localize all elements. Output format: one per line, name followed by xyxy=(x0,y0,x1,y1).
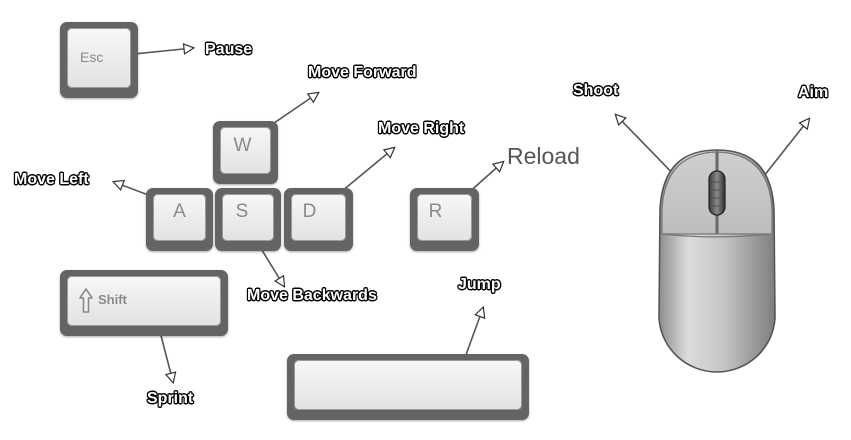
label-pause: Pause xyxy=(205,41,253,58)
a-key-cap: A xyxy=(173,201,186,222)
r-key[interactable]: R xyxy=(410,188,479,251)
d-key-cap: D xyxy=(302,201,317,222)
w-key-face xyxy=(220,127,271,174)
label-jump: Jump xyxy=(458,276,501,293)
label-reload: Reload xyxy=(507,143,580,169)
esc-key-cap: Esc xyxy=(80,49,104,65)
a-key[interactable]: A xyxy=(146,188,213,251)
a-key-face xyxy=(153,194,206,241)
shift-arrow-icon xyxy=(79,288,93,313)
shift-key[interactable]: Shift xyxy=(60,270,228,336)
label-move-forward: Move Forward xyxy=(308,64,417,81)
s-key[interactable]: S xyxy=(215,188,281,251)
mouse-scroll-wheel[interactable] xyxy=(708,170,726,216)
label-aim: Aim xyxy=(798,84,829,101)
label-sprint: Sprint xyxy=(147,390,194,407)
d-key[interactable]: D xyxy=(284,188,353,251)
space-bar-face xyxy=(294,360,522,410)
label-move-right: Move Right xyxy=(378,120,465,137)
d-key-face xyxy=(291,194,346,241)
shift-key-cap: Shift xyxy=(98,292,127,307)
s-key-face xyxy=(222,194,274,241)
s-key-cap: S xyxy=(235,201,249,222)
mouse-left-button[interactable] xyxy=(661,151,717,235)
mouse-right-button[interactable] xyxy=(717,151,773,235)
space-bar[interactable] xyxy=(287,354,529,420)
label-shoot: Shoot xyxy=(573,82,619,99)
label-move-left: Move Left xyxy=(14,171,89,188)
r-key-cap: R xyxy=(428,201,443,222)
esc-key-face xyxy=(67,28,131,88)
w-key[interactable]: W xyxy=(213,121,278,184)
esc-key[interactable]: Esc xyxy=(60,22,138,98)
shift-key-face xyxy=(67,276,221,326)
w-key-cap: W xyxy=(233,135,252,156)
r-key-face xyxy=(417,194,472,241)
label-move-backwards: Move Backwards xyxy=(247,287,377,304)
